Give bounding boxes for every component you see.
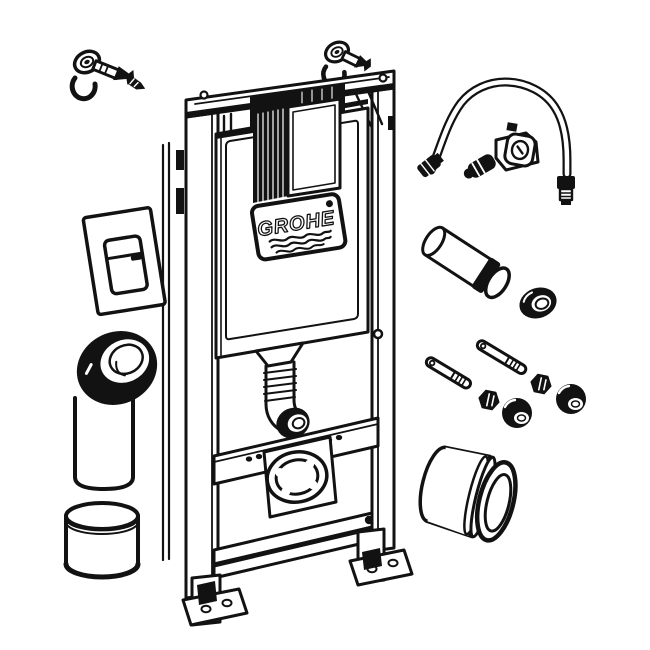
flush-pipe-icon [421,225,511,300]
installation-frame-with-cistern-icon: GROHE [161,69,414,627]
wall-anchor-bolt-icon [69,49,146,102]
grohe-logo-badge: GROHE [250,192,348,262]
outlet-elbow-icon [73,331,158,491]
water-supply-hose-angle-valve-icon [417,77,575,205]
pipe-sleeve-icon [63,501,141,580]
seal-ring-icon [519,287,557,319]
flush-actuation-plate-icon [81,206,167,317]
outlet-connector-icon [418,445,518,543]
wc-fixing-set-icon [424,339,586,428]
